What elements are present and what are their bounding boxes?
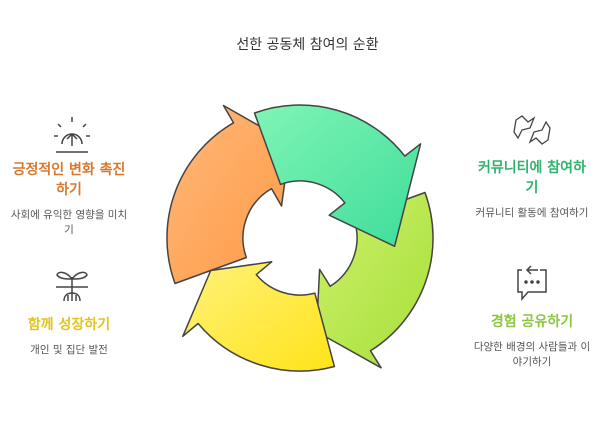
item-heading: 경험 공유하기 xyxy=(490,314,574,330)
sprout-icon xyxy=(56,271,88,302)
item-heading: 긍정적인 변화 촉진하기 xyxy=(12,162,126,198)
item-share-experience: 경험 공유하기 다양한 배경의 사람들과 이야기하기 xyxy=(472,312,592,370)
sunrise-icon xyxy=(54,117,90,153)
item-desc: 사회에 유익한 영향을 미치기 xyxy=(10,209,128,236)
item-desc: 다양한 배경의 사람들과 이야기하기 xyxy=(473,341,591,368)
item-join-community: 커뮤니티에 참여하기 커뮤니티 활동에 참여하기 xyxy=(472,158,592,221)
cycle-arrow-yellow xyxy=(182,261,336,372)
item-desc: 개인 및 집단 발전 xyxy=(30,344,108,356)
item-heading: 함께 성장하기 xyxy=(27,317,111,333)
cycle-arrow-green xyxy=(253,104,422,248)
cycle-arrow-lime xyxy=(315,191,434,369)
item-heading: 커뮤니티에 참여하기 xyxy=(478,160,586,196)
item-desc: 커뮤니티 활동에 참여하기 xyxy=(475,207,589,219)
item-grow-together: 함께 성장하기 개인 및 집단 발전 xyxy=(10,315,128,358)
diagram-title: 선한 공동체 참여의 순환 xyxy=(236,37,379,53)
chat-refresh-icon xyxy=(517,265,547,302)
item-positive-change: 긍정적인 변화 촉진하기 사회에 유익한 영향을 미치기 xyxy=(10,160,128,238)
handshake-icon xyxy=(513,115,551,145)
cycle-arrow-orange xyxy=(166,104,291,285)
